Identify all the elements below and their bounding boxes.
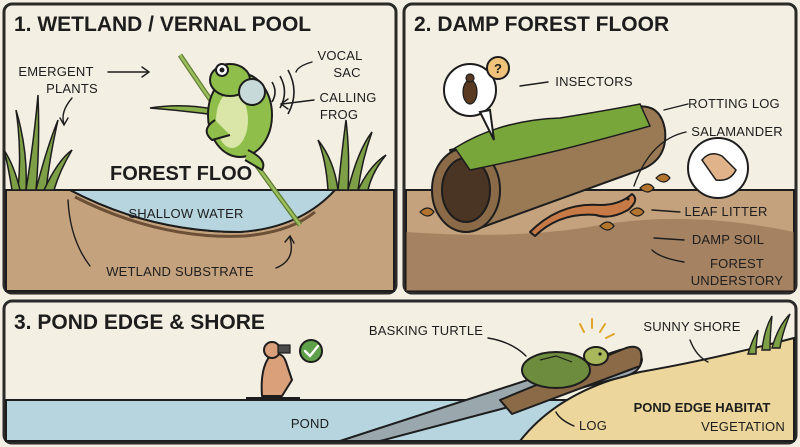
sound-waves — [271, 69, 295, 115]
salamander — [529, 193, 637, 237]
rotting-log — [431, 103, 667, 233]
label-understory: UNDERSTORY — [691, 273, 784, 288]
panel-wetland: 1. WETLAND / VERNAL POOL EMERGENT PLANTS… — [2, 2, 398, 295]
panel3-title: 3. POND EDGE & SHORE — [14, 311, 265, 334]
label-insectors: INSECTORS — [555, 74, 633, 89]
panel2-title: 2. DAMP FOREST FLOOR — [414, 13, 669, 36]
label-leaf-litter: LEAF LITTER — [684, 204, 767, 219]
hand-icon — [701, 153, 737, 182]
basking-turtle — [521, 346, 609, 389]
panel-forest-floor: ? 2. DAMP FOREST FLOOR INSECTORS ROTTING… — [402, 2, 798, 295]
label-sunny-shore: SUNNY SHORE — [643, 319, 740, 334]
label-pond-edge-habitat: POND EDGE HABITAT — [634, 400, 771, 415]
emergent-plants-left — [3, 94, 73, 191]
label-calling: CALLING — [319, 90, 376, 105]
question-mark: ? — [494, 61, 502, 76]
leaf-litter — [419, 173, 671, 231]
label-shallow-water: SHALLOW WATER — [128, 206, 243, 221]
label-pond: POND — [291, 416, 329, 431]
vocal-sac — [238, 78, 266, 106]
calling-frog — [205, 63, 273, 171]
check-icon — [299, 339, 323, 363]
label-rotting-log: ROTTING LOG — [688, 96, 780, 111]
wetland-substrate-layer — [74, 195, 316, 238]
moss — [453, 103, 652, 171]
label-salamander: SALAMANDER — [691, 124, 783, 139]
label-forest-floo: FOREST FLOO — [110, 163, 252, 185]
label-vegetation: VEGETATION — [701, 419, 785, 434]
label-damp-soil: DAMP SOIL — [692, 232, 764, 247]
label-forest: FOREST — [710, 256, 764, 271]
label-sac: SAC — [333, 65, 360, 80]
touch-callout — [687, 137, 749, 199]
label-plants: PLANTS — [46, 81, 98, 96]
panel-pond-edge: 3. POND EDGE & SHORE BASKING TURTLE SUNN… — [2, 299, 798, 445]
question-icon — [486, 56, 510, 80]
shallow-water-area — [69, 189, 338, 234]
photographer-icon — [246, 341, 300, 399]
shore-grass — [747, 313, 791, 355]
label-vocal: VOCAL — [317, 48, 362, 63]
beetle-icon — [462, 79, 478, 105]
insect-callout: ? — [443, 56, 510, 141]
label-frog: FROG — [320, 107, 358, 122]
emergent-plants-right — [317, 119, 387, 191]
label-basking-turtle: BASKING TURTLE — [369, 323, 483, 338]
sun-rays-icon — [579, 318, 615, 339]
label-emergent: EMERGENT — [18, 64, 93, 79]
panel1-title: 1. WETLAND / VERNAL POOL — [14, 13, 311, 36]
label-log: LOG — [579, 418, 607, 433]
label-wetland-substrate: WETLAND SUBSTRATE — [106, 264, 254, 279]
damp-soil-layer — [406, 218, 794, 291]
